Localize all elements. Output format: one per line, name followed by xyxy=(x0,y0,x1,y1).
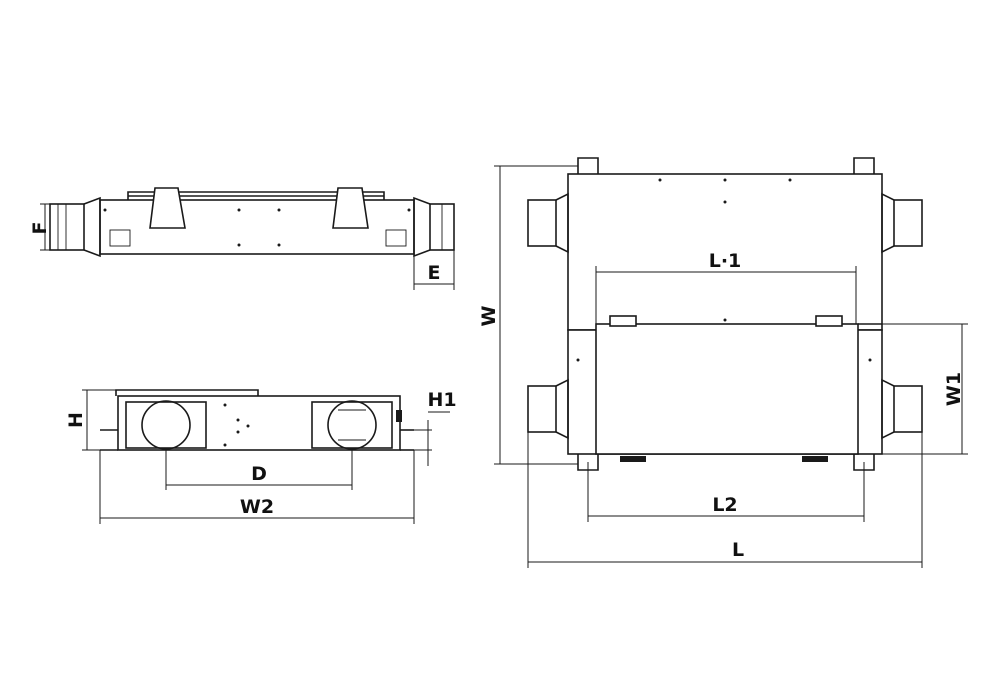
dim-label-h: H xyxy=(65,412,87,428)
dim-label-w: W xyxy=(478,305,500,326)
dim-label-l: L xyxy=(732,539,744,561)
dim-label-f: F xyxy=(29,222,51,235)
dim-label-e: E xyxy=(428,262,441,284)
dim-label-w1: W1 xyxy=(943,372,965,406)
dim-label-w2: W2 xyxy=(240,496,274,518)
dim-label-h1: H1 xyxy=(427,389,456,411)
side-view xyxy=(82,389,450,524)
dim-label-d: D xyxy=(251,463,267,485)
top-view xyxy=(494,157,968,568)
dim-label-l1: L·1 xyxy=(709,250,742,272)
front-view xyxy=(40,187,455,290)
dim-label-l2: L2 xyxy=(712,494,737,516)
